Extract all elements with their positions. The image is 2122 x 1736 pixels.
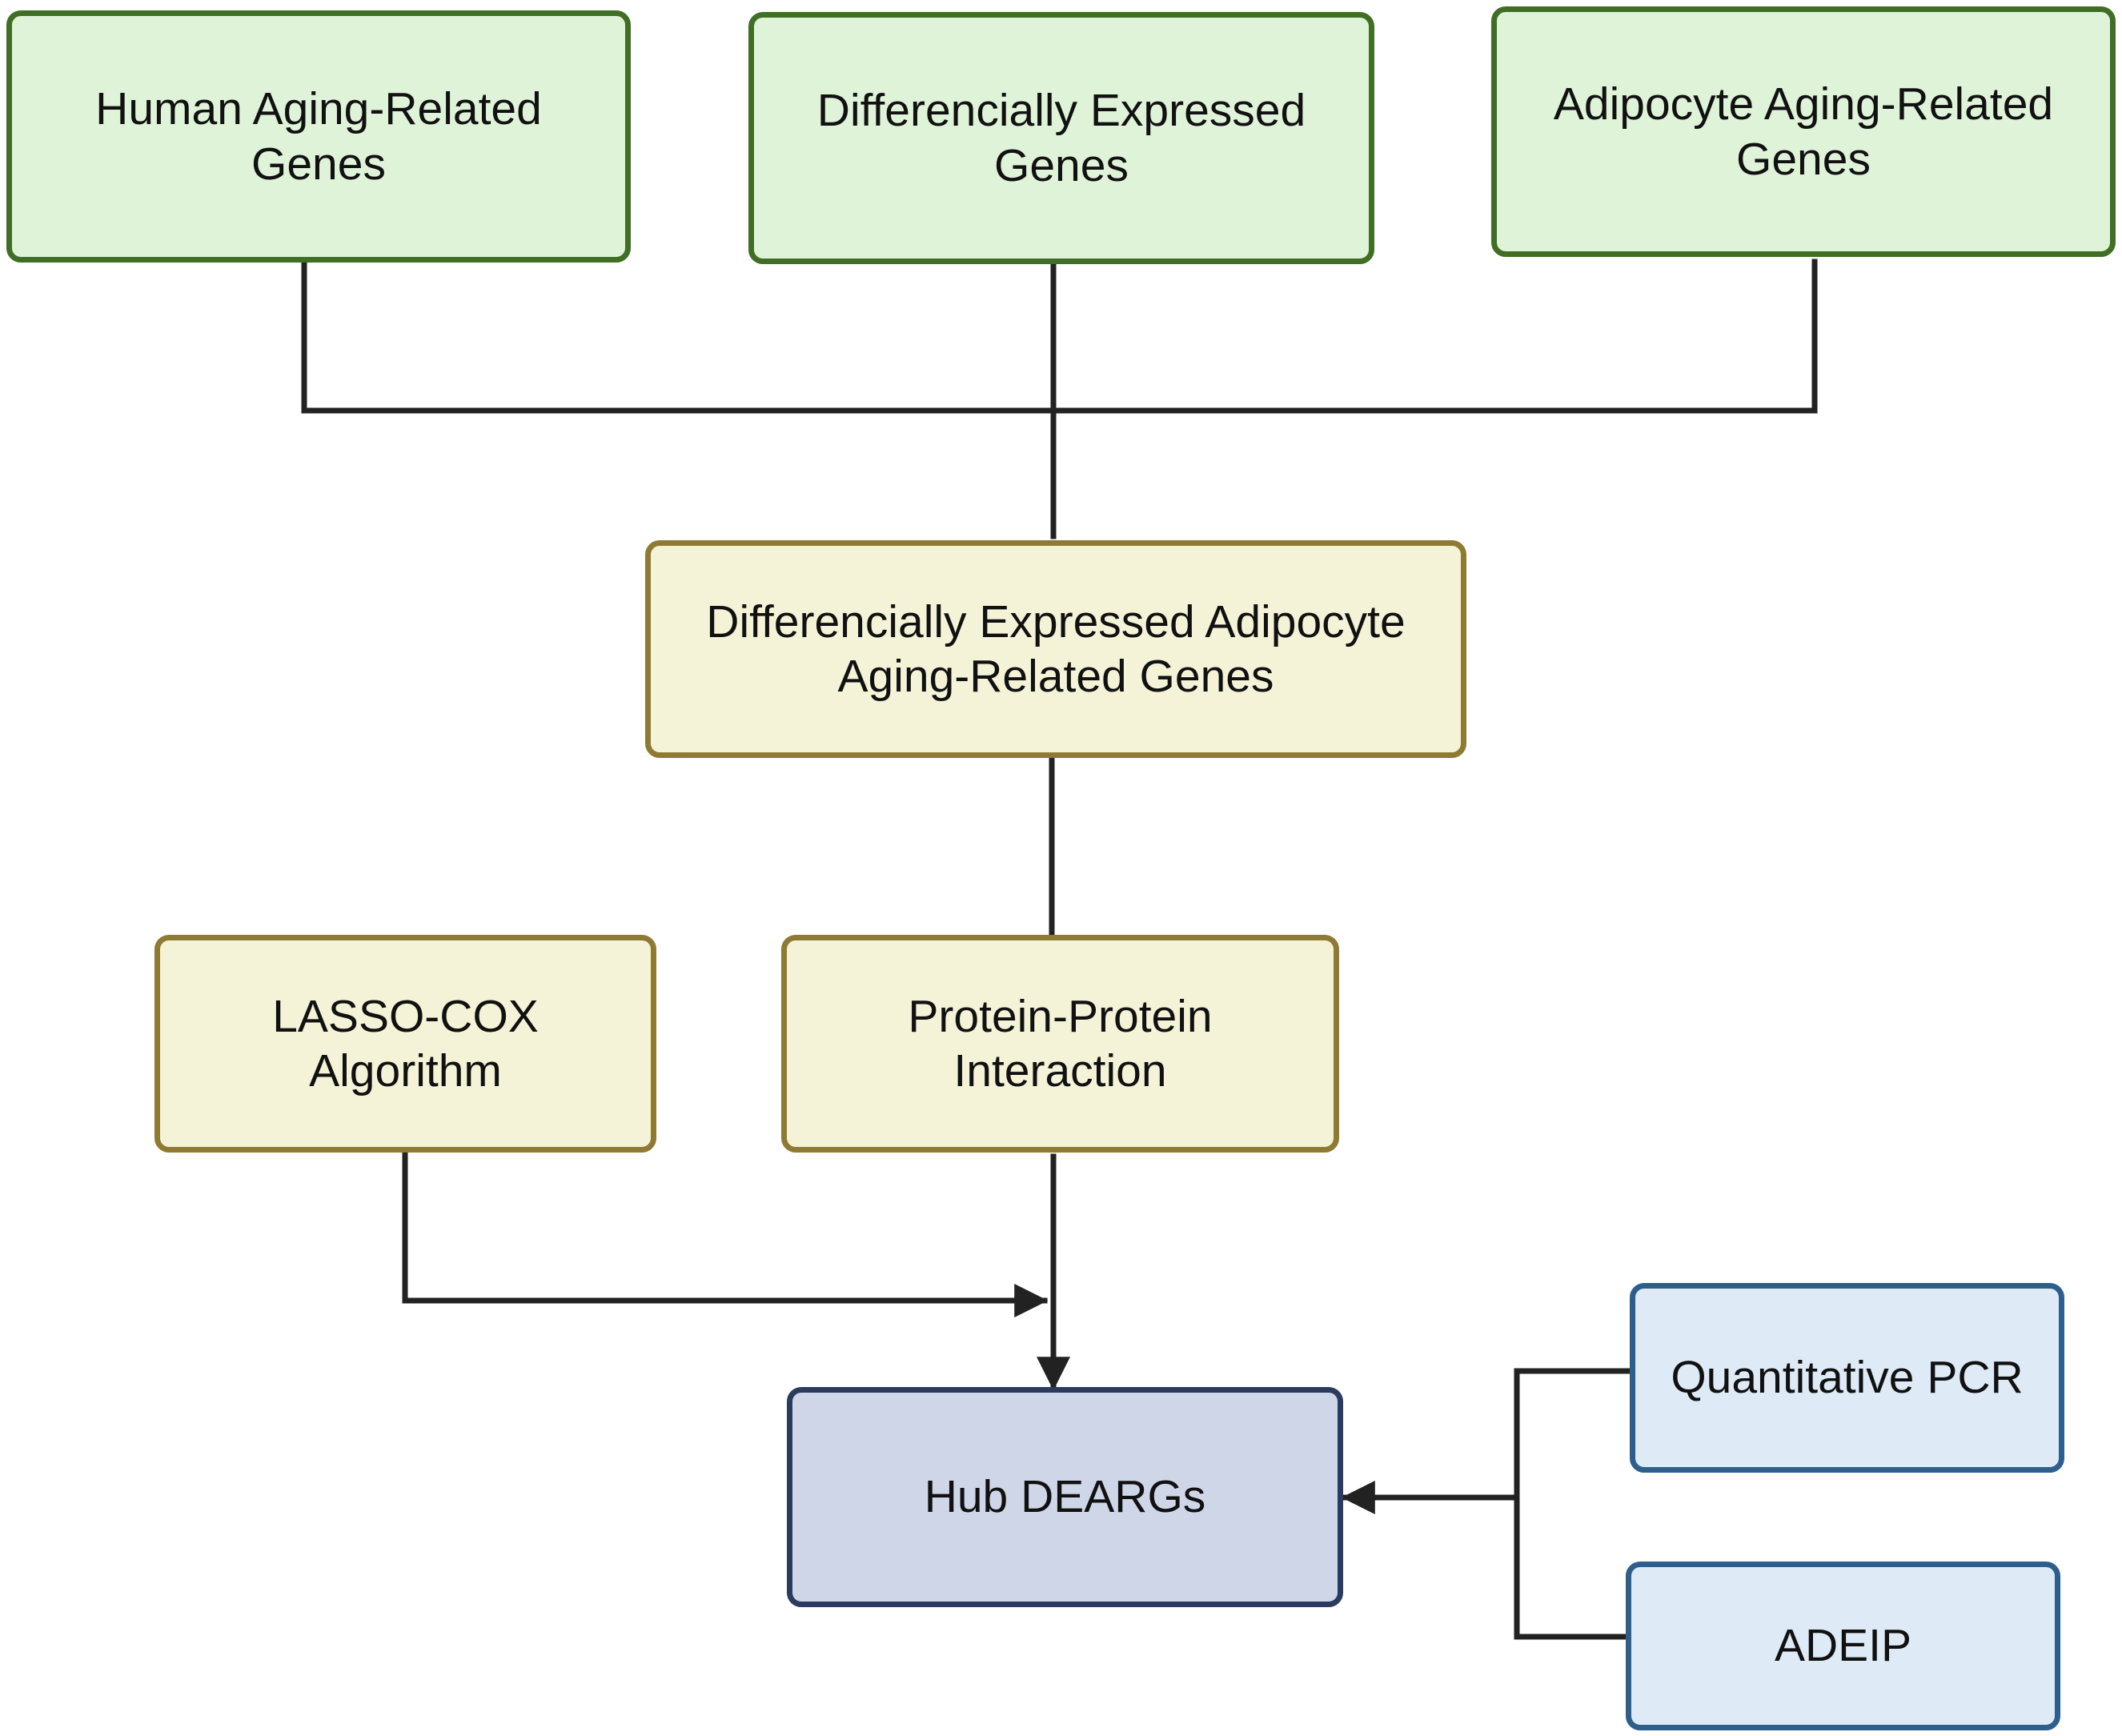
lasso-cox-label: LASSO-COX Algorithm [272, 990, 539, 1097]
human-aging-genes-box: Human Aging-Related Genes [6, 10, 631, 263]
qpcr-label: Quantitative PCR [1671, 1352, 2024, 1404]
hub-deargs-box: Hub DEARGs [787, 1387, 1343, 1607]
differentially-expressed-genes-label: Differencially Expressed Genes [816, 85, 1306, 191]
adeip-box: ADEIP [1626, 1562, 2060, 1730]
deargs-label: Differencially Expressed Adipocyte Aging… [706, 595, 1406, 702]
deargs-box: Differencially Expressed Adipocyte Aging… [645, 540, 1466, 758]
qpcr-box: Quantitative PCR [1630, 1283, 2064, 1473]
lasso-cox-box: LASSO-COX Algorithm [154, 935, 656, 1153]
hub-deargs-label: Hub DEARGs [924, 1471, 1206, 1523]
human-aging-genes-label: Human Aging-Related Genes [95, 83, 542, 190]
adeip-label: ADEIP [1774, 1620, 1912, 1672]
ppi-label: Protein-Protein Interaction [908, 990, 1213, 1097]
adipocyte-aging-genes-box: Adipocyte Aging-Related Genes [1491, 6, 2116, 257]
adipocyte-aging-genes-label: Adipocyte Aging-Related Genes [1553, 78, 2054, 185]
differentially-expressed-genes-box: Differencially Expressed Genes [748, 12, 1374, 264]
ppi-box: Protein-Protein Interaction [781, 935, 1339, 1153]
